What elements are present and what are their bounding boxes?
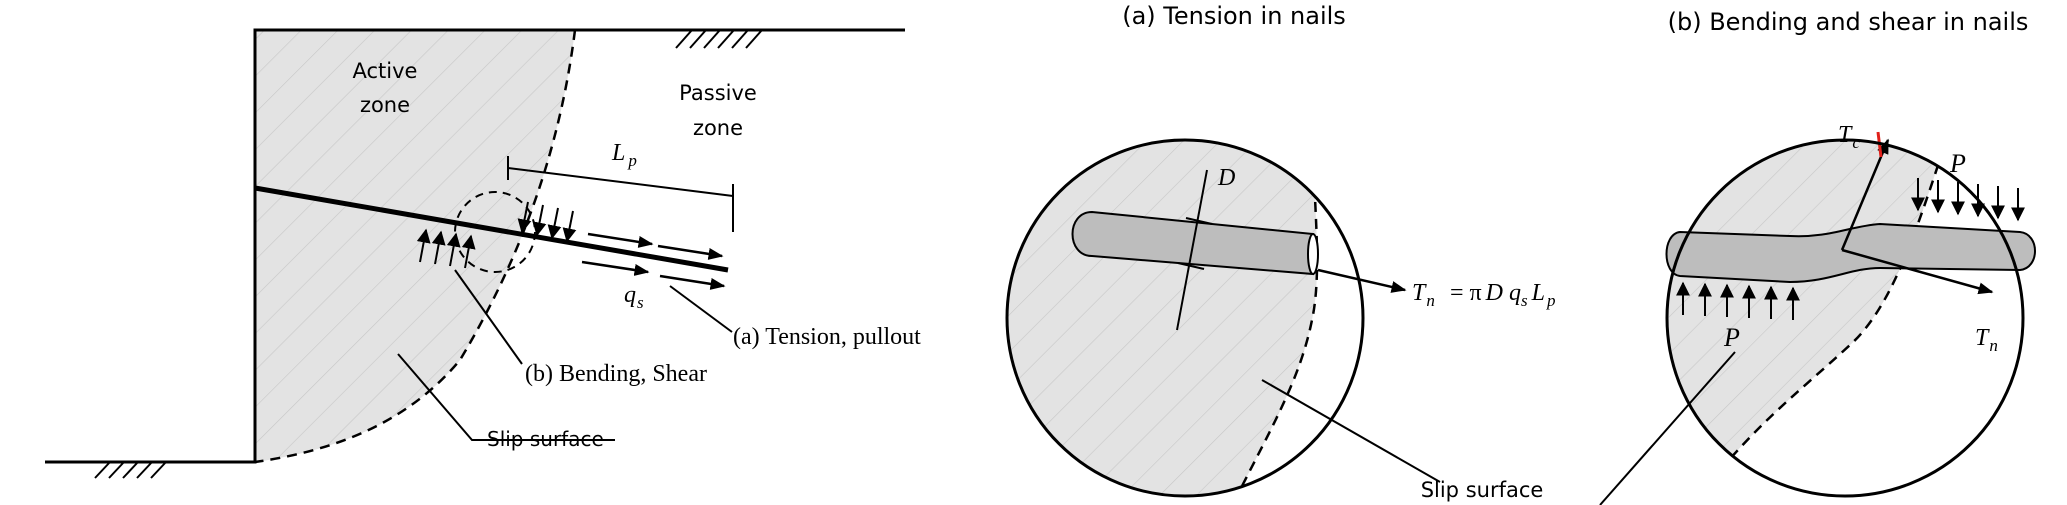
tension-label: (a) Tension, pullout — [733, 324, 921, 350]
active-zone-region — [255, 30, 575, 462]
slip-leader-a — [1261, 379, 1441, 483]
tension-title: (a) Tension in nails — [1122, 2, 1346, 30]
bending-title: (b) Bending and shear in nails — [1668, 8, 2029, 36]
p-arrows-top — [1911, 178, 2025, 222]
tension-arrow-a — [1317, 268, 1407, 293]
diameter-tick-top — [1185, 217, 1213, 225]
shear-arrows-upper — [587, 232, 724, 260]
bending-leader — [454, 269, 523, 365]
bending-label: (b) Bending, Shear — [525, 361, 707, 387]
active-zone-label-2: zone — [360, 93, 410, 117]
ground-hatch-top — [672, 29, 763, 49]
downward-arrows — [517, 201, 577, 243]
diameter-tick-bottom — [1177, 262, 1205, 270]
slip-leader — [397, 353, 615, 441]
upward-arrows — [416, 228, 476, 269]
tn-label-a: Tn — [1412, 280, 1435, 310]
qs-label: qs — [624, 282, 644, 312]
right-panel: (b) Bending and shear in nails — [1599, 8, 2036, 505]
tension-leader — [669, 285, 733, 333]
tn-label-b: Tn — [1975, 325, 1998, 355]
lp-dimension — [507, 156, 734, 232]
slip-leader-b — [1599, 351, 1736, 505]
nail-end-a — [1307, 233, 1319, 275]
tc-arrow — [1840, 138, 1890, 251]
circle-a-active-region — [1007, 140, 1318, 496]
tn-arrow-b — [1841, 248, 1994, 295]
circle-b-slip-curve — [1694, 140, 1962, 496]
slip-surface-curve — [254, 29, 577, 464]
tc-label: Tc — [1838, 122, 1860, 152]
active-zone-label-1: Active — [353, 59, 418, 83]
p-label-bottom: P — [1723, 323, 1740, 352]
soil-nail — [254, 185, 729, 273]
p-arrows-bottom — [1676, 281, 1800, 320]
ground-hatch-bottom — [92, 461, 170, 479]
circle-b-active-region — [1667, 140, 1960, 496]
passive-zone-label-1: Passive — [679, 81, 757, 105]
d-label: D — [1217, 165, 1235, 191]
slip-surface-label-a: Slip surface — [1421, 478, 1544, 502]
diameter-line — [1176, 169, 1208, 331]
detail-circle-b — [1665, 138, 2025, 498]
shear-arrows-lower — [581, 260, 726, 290]
passive-zone-label-2: zone — [693, 116, 743, 140]
detail-circle-a — [1005, 138, 1365, 498]
p-label-top: P — [1949, 149, 1966, 178]
slip-surface-label: Slip surface — [487, 427, 604, 451]
